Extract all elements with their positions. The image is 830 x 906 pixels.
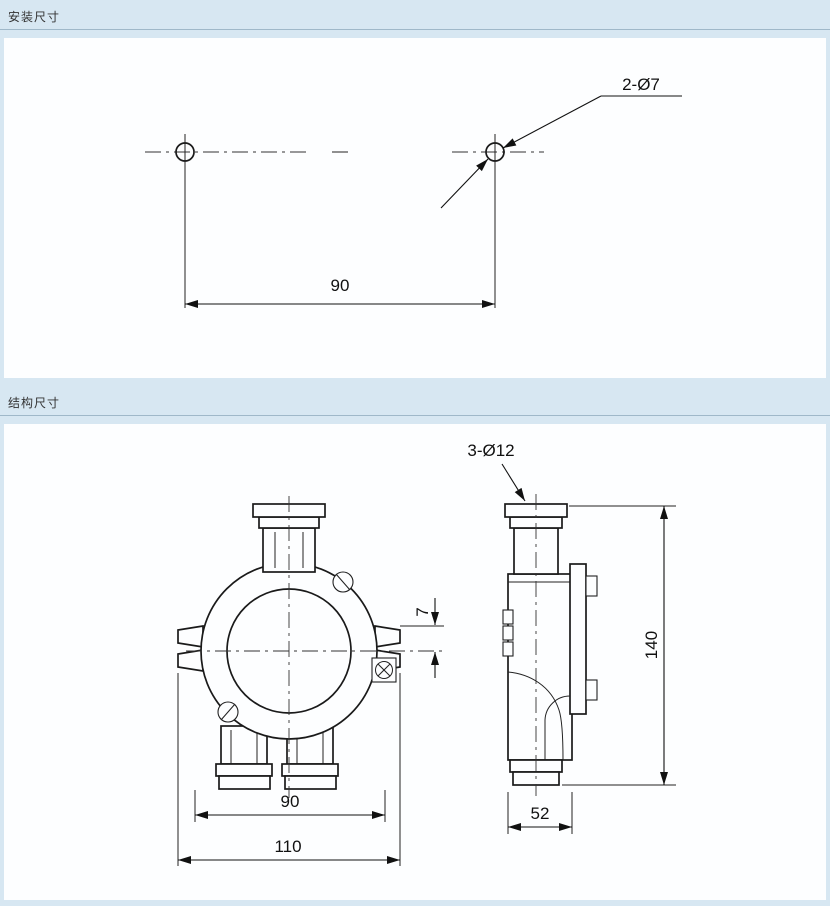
section-divider-structure (0, 415, 830, 416)
hole-callout-label: 2-Ø7 (622, 75, 660, 94)
hole-spacing-dimension-group: 90 (185, 276, 495, 308)
structure-drawing: 7 90 110 (177, 441, 676, 866)
height-dimension: 140 (642, 631, 661, 659)
installation-panel: 90 2-Ø7 (4, 38, 826, 378)
depth-dimension-group: 52 (507, 792, 573, 834)
mounting-centerlines (145, 134, 544, 308)
rim-screw-top (332, 571, 354, 593)
offset-dimension: 7 (413, 607, 432, 616)
section-title-installation: 安装尺寸 (8, 10, 61, 24)
structure-panel: 7 90 110 (4, 424, 826, 900)
installation-drawing: 90 2-Ø7 (145, 75, 682, 308)
hole-spacing-dimension: 90 (331, 276, 350, 295)
mount-spacing-dimension: 90 (281, 792, 300, 811)
width-dimension: 110 (274, 837, 301, 856)
depth-dimension: 52 (531, 804, 550, 823)
hole-callout-group: 2-Ø7 (440, 75, 682, 209)
mounting-holes (175, 142, 505, 162)
side-view (502, 494, 598, 796)
width-dimension-group: 110 (177, 673, 401, 866)
mount-spacing-dimension-group: 90 (194, 790, 386, 822)
rim-screw-bottom (217, 701, 239, 723)
height-dimension-group: 140 (562, 505, 676, 786)
front-view (177, 496, 444, 798)
port-callout-label: 3-Ø12 (467, 441, 514, 460)
section-divider-installation (0, 29, 830, 30)
cross-screw-detail (371, 657, 397, 683)
section-title-structure: 结构尺寸 (8, 396, 61, 410)
port-callout-group: 3-Ø12 (467, 441, 526, 502)
offset-dimension-group: 7 (413, 598, 439, 678)
